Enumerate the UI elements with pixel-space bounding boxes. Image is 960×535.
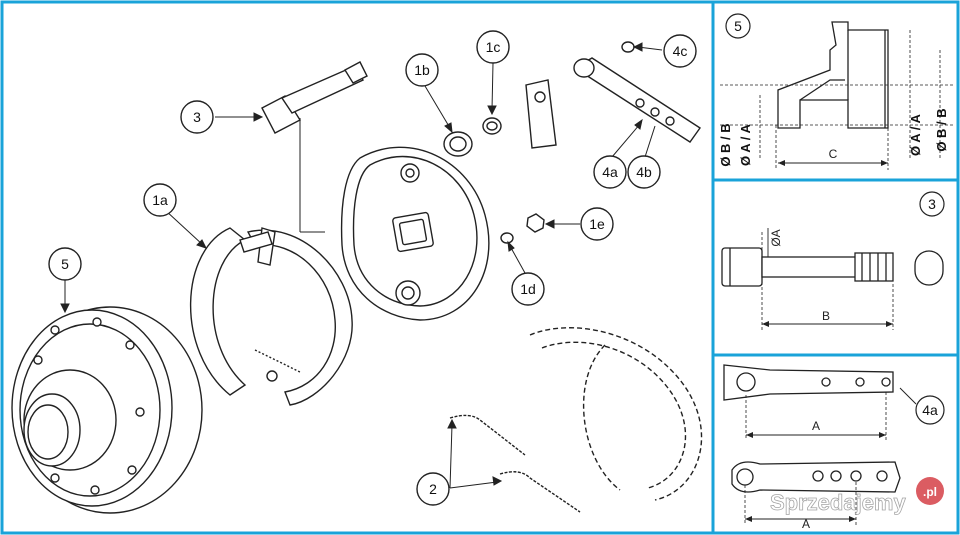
panel-lever: 4a A A <box>723 364 945 531</box>
backing-plate <box>340 146 490 321</box>
callouts: 3 1a 5 1b 1c 4c 4a 4b 1e 1d 2 <box>48 30 697 506</box>
svg-text:C: C <box>829 147 838 161</box>
callout-4b: 4b <box>627 155 661 189</box>
ring-4c <box>621 41 635 53</box>
svg-text:4c: 4c <box>673 43 688 59</box>
callout-1a: 1a <box>143 183 177 217</box>
brake-drum-hub <box>11 306 203 514</box>
camshaft <box>261 61 368 233</box>
panel-hub-section: 5 Ø B / B Ø A / A C Ø A / A Ø B / B <box>718 13 955 170</box>
callout-1b: 1b <box>405 53 439 87</box>
svg-text:ØA: ØA <box>769 229 783 246</box>
callout-1d: 1d <box>511 272 545 306</box>
svg-text:A: A <box>812 419 820 433</box>
brake-lever <box>573 57 701 143</box>
svg-text:4b: 4b <box>636 164 652 180</box>
lever-bracket <box>525 79 557 149</box>
svg-text:2: 2 <box>429 481 437 497</box>
brake-shoes <box>189 227 353 406</box>
leader-lines <box>60 42 663 489</box>
svg-text:3: 3 <box>928 196 936 212</box>
svg-text:3: 3 <box>193 109 201 125</box>
svg-text:.pl: .pl <box>923 485 937 499</box>
svg-text:A: A <box>802 517 810 531</box>
svg-text:Ø B / B: Ø B / B <box>718 123 733 166</box>
svg-text:Ø B / B: Ø B / B <box>934 108 949 151</box>
svg-text:B: B <box>822 309 830 323</box>
callout-2: 2 <box>416 472 450 506</box>
callout-1e: 1e <box>580 207 614 241</box>
callout-4c: 4c <box>663 34 697 68</box>
nut-1e <box>526 213 545 233</box>
svg-text:1d: 1d <box>520 281 536 297</box>
sprzedajemy-watermark: Sprzedajemy .pl <box>770 477 944 515</box>
svg-text:1a: 1a <box>152 192 168 208</box>
svg-text:Sprzedajemy: Sprzedajemy <box>770 490 906 515</box>
callout-3: 3 <box>180 100 214 134</box>
svg-text:1e: 1e <box>589 216 605 232</box>
shoe-ghost-outline <box>529 327 703 501</box>
return-springs <box>449 414 581 513</box>
svg-text:5: 5 <box>734 18 742 34</box>
callout-5: 5 <box>48 247 82 281</box>
svg-text:1c: 1c <box>486 39 501 55</box>
svg-text:1b: 1b <box>414 62 430 78</box>
svg-text:4a: 4a <box>922 402 938 418</box>
svg-text:4a: 4a <box>602 164 618 180</box>
callout-1c: 1c <box>476 30 510 64</box>
washer-1d <box>500 232 514 244</box>
panel-shaft: 3 ØA B <box>721 191 945 330</box>
svg-text:Ø A / A: Ø A / A <box>738 123 753 166</box>
main-exploded-view <box>11 41 703 514</box>
svg-text:5: 5 <box>61 256 69 272</box>
svg-text:Ø A / A: Ø A / A <box>908 113 923 156</box>
callout-4a: 4a <box>593 155 627 189</box>
